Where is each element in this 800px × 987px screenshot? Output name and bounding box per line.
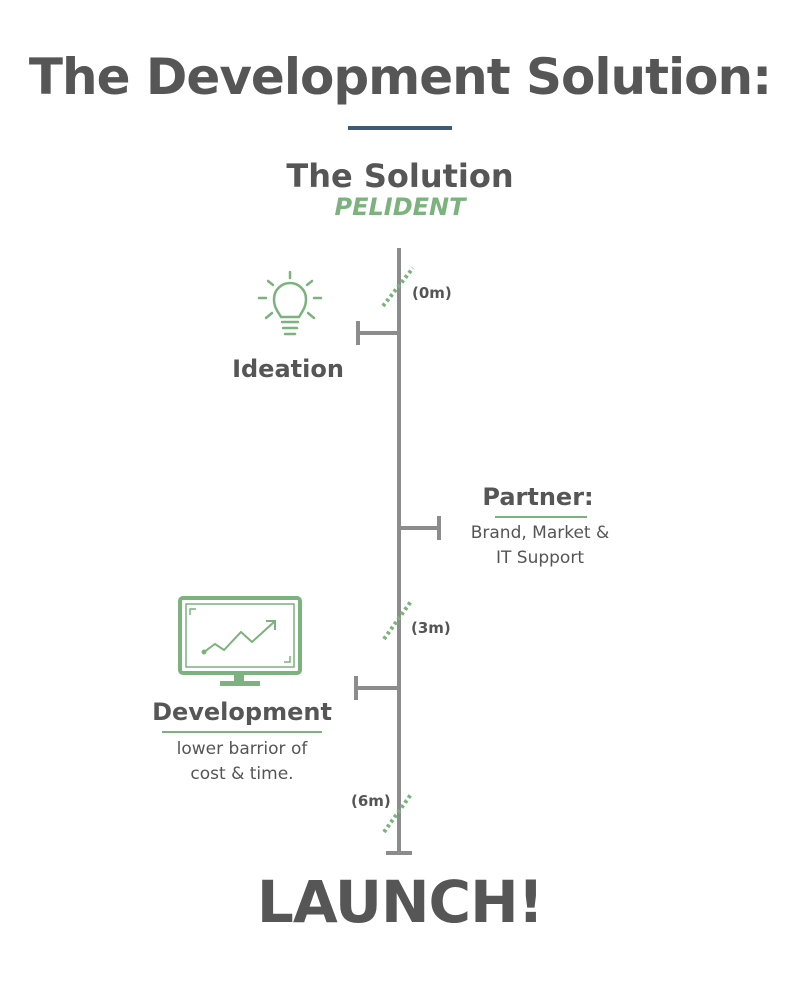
- mark-0m-tick: [381, 266, 415, 308]
- lightbulb-icon: [257, 270, 323, 336]
- development-underline: [162, 731, 322, 733]
- ideation-label: Ideation: [232, 355, 344, 383]
- development-desc-line1: lower barrior of: [176, 739, 308, 759]
- mark-3m: (3m): [411, 619, 451, 637]
- mark-3m-tick: [382, 598, 414, 641]
- title-divider: [348, 126, 452, 130]
- development-desc-line2: cost & time.: [190, 764, 294, 784]
- launch-label: LAUNCH!: [256, 868, 544, 936]
- partner-desc-line2: IT Support: [495, 548, 584, 568]
- partner-label: Partner:: [482, 483, 594, 511]
- partner-underline: [495, 516, 587, 518]
- monitor-chart-icon: [178, 596, 302, 686]
- solution-name: PELIDENT: [334, 193, 466, 221]
- mark-0m: (0m): [412, 284, 452, 302]
- partner-desc-line1: Brand, Market &: [470, 523, 610, 543]
- mark-6m: (6m): [351, 792, 391, 810]
- page-title: The Development Solution:: [28, 48, 772, 106]
- development-label: Development: [152, 698, 332, 726]
- solution-heading: The Solution: [286, 157, 514, 195]
- mark-6m-tick: [382, 791, 414, 834]
